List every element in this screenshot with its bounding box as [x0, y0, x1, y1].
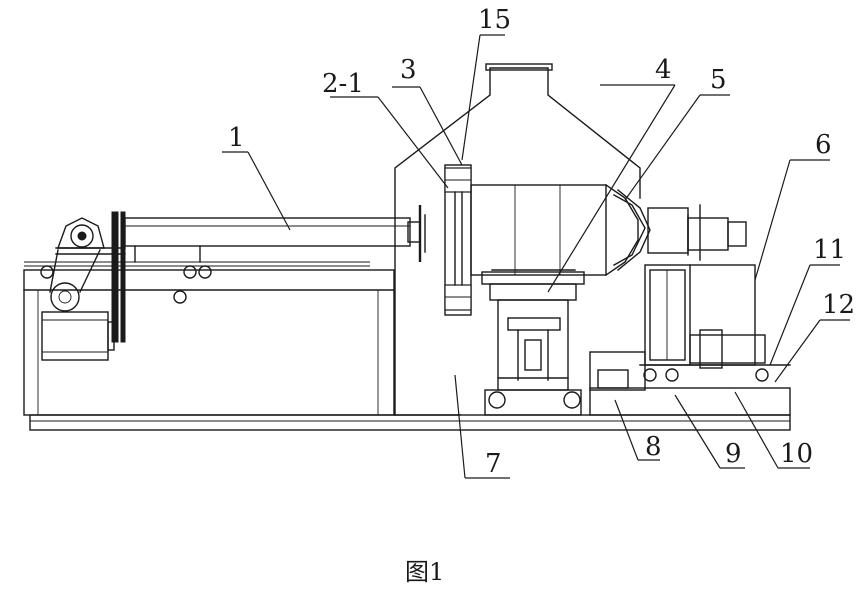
figure-caption: 图1	[405, 558, 444, 586]
base-platform	[29, 387, 791, 431]
label-15: 15	[478, 5, 511, 35]
label-6: 6	[815, 130, 832, 160]
door-flange	[444, 164, 472, 316]
label-3: 3	[400, 55, 417, 85]
label-10: 10	[780, 439, 813, 469]
label-11: 11	[813, 235, 846, 265]
rotary-drum	[470, 184, 747, 276]
label-2-1: 2-1	[322, 69, 364, 99]
label-4: 4	[655, 55, 672, 85]
support-frame	[481, 269, 585, 416]
feed-conveyor	[40, 205, 426, 361]
label-9: 9	[725, 439, 742, 469]
right-assembly	[589, 264, 791, 391]
housing	[394, 63, 641, 416]
label-12: 12	[822, 290, 855, 320]
label-5: 5	[710, 65, 727, 95]
label-8: 8	[645, 432, 662, 462]
label-1: 1	[228, 123, 245, 153]
leader-lines	[222, 34, 850, 479]
left-frame	[23, 261, 395, 416]
label-7: 7	[485, 449, 502, 479]
